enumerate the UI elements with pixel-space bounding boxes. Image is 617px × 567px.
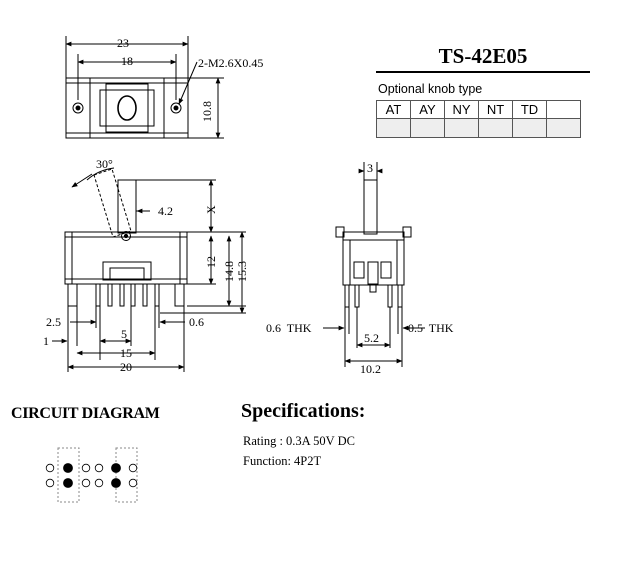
dim-0-5-thk: 0.5 THK (408, 321, 454, 335)
knob-type-cell (546, 100, 581, 119)
knob-type-table: AT AY NY NT TD (376, 100, 581, 138)
dim-2-5: 2.5 (46, 315, 61, 329)
side-view (52, 167, 246, 372)
actuator-tilted-outline (93, 168, 132, 238)
circuit-diagram (45, 447, 138, 503)
circuit-contacts (45, 463, 138, 488)
model-underline (376, 71, 590, 73)
circuit-switch-box-2 (115, 447, 138, 503)
knob-type-cell: NT (478, 100, 513, 119)
dim-18: 18 (121, 54, 133, 68)
dim-x: X (204, 205, 218, 214)
dim-20: 20 (120, 360, 132, 374)
spec-rating: Rating : 0.3A 50V DC (243, 434, 355, 448)
dim-angle: 30° (96, 157, 113, 171)
knob-type-cell: AY (410, 100, 445, 119)
hole-note: 2-M2.6X0.45 (198, 56, 263, 70)
dim-0-6-thk: 0.6 THK (266, 321, 312, 335)
dim-23: 23 (117, 36, 129, 50)
dim-5: 5 (121, 327, 127, 341)
knob-image-cell (376, 118, 411, 138)
knob-image-cell (512, 118, 547, 138)
knob-image-cell (478, 118, 513, 138)
dim-1: 1 (43, 334, 49, 348)
knob-type-cell: TD (512, 100, 547, 119)
actuator-slot (117, 95, 137, 121)
dim-15: 15 (120, 346, 132, 360)
circuit-switch-box-1 (57, 447, 80, 503)
knob-type-title: Optional knob type (378, 82, 483, 96)
end-view (323, 162, 425, 367)
circuit-diagram-title: CIRCUIT DIAGRAM (11, 405, 160, 422)
dim-5-2: 5.2 (364, 331, 379, 345)
mount-hole-right (170, 102, 182, 114)
dim-4-2: 4.2 (158, 204, 173, 218)
dim-10-2: 10.2 (360, 362, 381, 376)
top-view (65, 36, 224, 139)
dim-0-6: 0.6 (189, 315, 204, 329)
end-view-housing (342, 231, 405, 286)
knob-image-cell (410, 118, 445, 138)
dim-10-8: 10.8 (200, 101, 214, 122)
dim-12: 12 (204, 256, 218, 268)
knob-image-cell (546, 118, 581, 138)
top-view-labels: 23 18 10.8 2-M2.6X0.45 (117, 36, 263, 122)
end-view-actuator (363, 179, 378, 235)
side-view-frame (64, 231, 188, 285)
dim-15-3: 15.3 (235, 261, 249, 282)
top-view-body (65, 77, 189, 139)
dim-3: 3 (367, 161, 373, 175)
side-view-labels: 30° 4.2 X 12 14.8 15.3 2.5 0.6 1 5 15 20 (43, 157, 249, 374)
spec-function: Function: 4P2T (243, 454, 322, 468)
knob-type-cell: NY (444, 100, 479, 119)
knob-type-cell: AT (376, 100, 411, 119)
end-view-labels: 3 0.6 THK 0.5 THK 5.2 10.2 (266, 161, 454, 376)
actuator-lever (117, 179, 137, 234)
mount-hole-left (72, 102, 84, 114)
model-number: TS-42E05 (438, 44, 528, 68)
dim-14-8: 14.8 (222, 261, 236, 282)
specifications-title: Specifications: (241, 400, 366, 422)
knob-image-cell (444, 118, 479, 138)
